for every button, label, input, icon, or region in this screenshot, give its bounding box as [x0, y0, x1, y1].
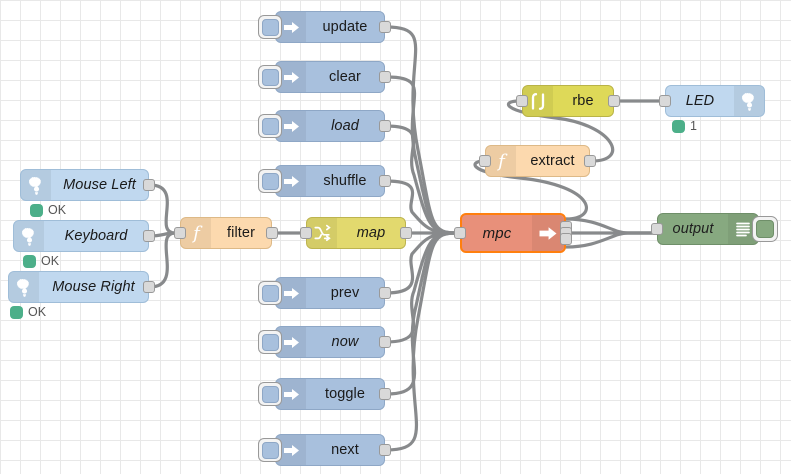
node-label: Mouse Right [52, 279, 135, 295]
node-label: map [356, 225, 386, 241]
wire-toggle-mpc [384, 231, 458, 396]
node-label: extract [530, 153, 575, 169]
output-port[interactable] [379, 175, 391, 187]
inject-button-toggle[interactable] [258, 382, 282, 406]
input-port[interactable] [174, 227, 186, 239]
output-port[interactable] [266, 227, 278, 239]
node-rbe[interactable]: rbe [516, 85, 620, 117]
input-port[interactable] [479, 155, 491, 167]
output-port[interactable] [379, 21, 391, 33]
output-port[interactable] [379, 336, 391, 348]
node-inject-update[interactable]: update [258, 11, 391, 43]
node-label: load [331, 118, 359, 134]
node-debug-output[interactable]: output [651, 213, 778, 245]
node-inject-shuffle[interactable]: shuffle [258, 165, 391, 197]
node-function-filter[interactable]: f filter [174, 217, 278, 249]
wire-mouse-left-filter [148, 183, 177, 235]
status-led: 1 [672, 119, 697, 133]
status-keyboard: OK [23, 254, 59, 268]
input-port[interactable] [454, 227, 466, 239]
inject-button-shuffle[interactable] [258, 169, 282, 193]
node-inject-next[interactable]: next [258, 434, 391, 466]
node-inject-clear[interactable]: clear [258, 61, 391, 93]
node-label: toggle [324, 386, 366, 402]
inject-button-update[interactable] [258, 15, 282, 39]
node-label: LED [685, 93, 715, 109]
status-dot [10, 305, 23, 319]
node-label: now [331, 334, 359, 350]
status-text: OK [48, 203, 67, 217]
node-function-extract[interactable]: f extract [479, 145, 596, 177]
output-port[interactable] [584, 155, 596, 167]
wire-clear-mpc [384, 75, 458, 235]
status-dot [23, 254, 36, 268]
status-dot [672, 119, 685, 133]
raspberry-pi-icon [14, 221, 44, 251]
inject-button-now[interactable] [258, 330, 282, 354]
status-dot [30, 203, 43, 217]
node-label: output [672, 221, 714, 237]
input-port[interactable] [516, 95, 528, 107]
output-port[interactable] [143, 281, 155, 293]
node-label: next [331, 442, 359, 458]
node-switch-map[interactable]: map [300, 217, 412, 249]
output-port[interactable] [400, 227, 412, 239]
node-label: mpc [482, 224, 512, 242]
node-inject-toggle[interactable]: toggle [258, 378, 391, 410]
wire-update-mpc [384, 25, 458, 235]
output-port-3[interactable] [560, 233, 572, 245]
wire-next-mpc [384, 231, 458, 452]
node-label: update [322, 19, 368, 35]
status-mouse-left: OK [30, 203, 66, 217]
status-text: OK [41, 254, 60, 268]
status-text: 1 [690, 119, 697, 133]
input-port[interactable] [651, 223, 663, 235]
raspberry-pi-icon [734, 86, 764, 116]
node-label: filter [227, 225, 255, 241]
output-port[interactable] [143, 179, 155, 191]
node-rpi-mouse-right[interactable]: Mouse Right [8, 271, 155, 303]
wire-now-mpc [384, 231, 458, 344]
function-icon: f [181, 218, 211, 248]
output-port[interactable] [143, 230, 155, 242]
svg-text:f: f [496, 151, 508, 171]
output-port[interactable] [379, 444, 391, 456]
arrow-right-icon [532, 215, 564, 251]
shuffle-icon [307, 218, 337, 248]
node-label: clear [329, 69, 361, 85]
inject-button-load[interactable] [258, 114, 282, 138]
node-rpi-mouse-left[interactable]: Mouse Left [20, 169, 155, 201]
raspberry-pi-icon [21, 170, 51, 200]
node-label: shuffle [323, 173, 367, 189]
svg-text:f: f [191, 223, 203, 243]
inject-button-clear[interactable] [258, 65, 282, 89]
node-label: prev [330, 285, 360, 301]
node-label: Mouse Left [63, 177, 136, 193]
inject-button-prev[interactable] [258, 281, 282, 305]
input-port[interactable] [659, 95, 671, 107]
output-port[interactable] [379, 388, 391, 400]
node-rpi-led[interactable]: LED [659, 85, 765, 117]
node-mpc[interactable]: mpc [454, 213, 572, 253]
wire-mpc-output-3 [564, 231, 661, 249]
output-port[interactable] [608, 95, 620, 107]
wire-mpc-output-1 [564, 217, 661, 235]
output-port[interactable] [379, 287, 391, 299]
output-port[interactable] [379, 120, 391, 132]
node-label: Keyboard [64, 228, 128, 244]
status-mouse-right: OK [10, 305, 46, 319]
output-port[interactable] [379, 71, 391, 83]
node-inject-now[interactable]: now [258, 326, 391, 358]
node-rpi-keyboard[interactable]: Keyboard [13, 220, 155, 252]
debug-toggle-button[interactable] [752, 216, 778, 242]
inject-button-next[interactable] [258, 438, 282, 462]
node-label: rbe [572, 93, 594, 109]
raspberry-pi-icon [9, 272, 39, 302]
node-inject-prev[interactable]: prev [258, 277, 391, 309]
node-inject-load[interactable]: load [258, 110, 391, 142]
input-port[interactable] [300, 227, 312, 239]
status-text: OK [28, 305, 47, 319]
